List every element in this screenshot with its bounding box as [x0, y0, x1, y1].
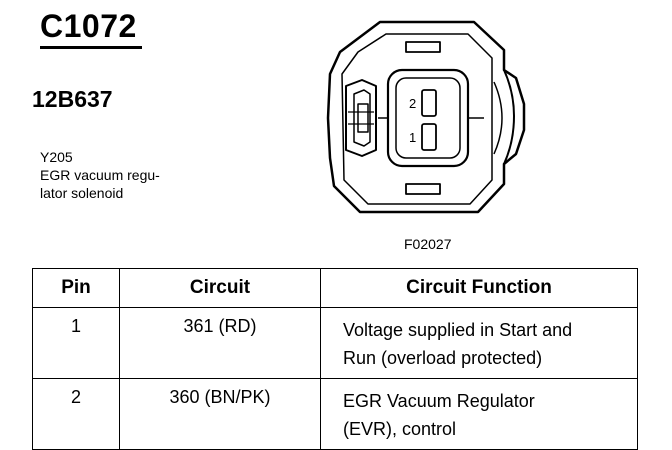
part-number: 12B637: [32, 86, 113, 112]
row-function-line-2: Run (overload protected): [343, 348, 543, 368]
pin-2-cavity: [421, 89, 437, 117]
row-function-line-1: EGR Vacuum Regulator: [343, 391, 535, 411]
connector-side-ridge: [503, 69, 515, 165]
top-key: [405, 41, 441, 53]
pin-label-2: 2: [409, 96, 416, 111]
row-function: EGR Vacuum Regulator (EVR), control: [320, 378, 638, 450]
description-line-2: lator solenoid: [40, 185, 124, 201]
row-function-line-2: (EVR), control: [343, 419, 457, 439]
pin-label-1: 1: [409, 130, 416, 145]
pin-1-cavity: [421, 123, 437, 151]
row-function-line-1: Voltage supplied in Start and: [343, 320, 573, 340]
header-circuit: Circuit: [119, 268, 321, 308]
connector-face-diagram: 2 1: [326, 20, 526, 214]
locking-tab-latch: [357, 103, 369, 133]
connector-id-underline: [40, 46, 142, 49]
pinout-table: Pin Circuit Circuit Function 1 361 (RD) …: [32, 268, 638, 450]
locking-tab-inner: [353, 89, 371, 147]
location-code: Y205: [40, 149, 73, 165]
description-line-1: EGR vacuum regu-: [40, 167, 160, 183]
terminal-block-inner: [395, 77, 461, 159]
table-header-row: Pin Circuit Circuit Function: [32, 268, 638, 308]
row-pin: 1: [32, 307, 120, 379]
row-circuit: 360 (BN/PK): [119, 378, 321, 450]
table-row: 2 360 (BN/PK) EGR Vacuum Regulator (EVR)…: [32, 378, 638, 450]
connector-inner-rim: [341, 33, 493, 205]
row-pin: 2: [32, 378, 120, 450]
connector-id: C1072: [40, 8, 137, 44]
connector-side-ridge-inner: [493, 81, 503, 155]
figure-code: F02027: [404, 236, 452, 252]
header-circuit-function: Circuit Function: [320, 268, 638, 308]
terminal-block-outer: [386, 68, 470, 168]
row-function: Voltage supplied in Start and Run (overl…: [320, 307, 638, 379]
locking-tab-outer: [345, 79, 377, 157]
table-row: 1 361 (RD) Voltage supplied in Start and…: [32, 307, 638, 379]
row-circuit: 361 (RD): [119, 307, 321, 379]
connector-housing-outline: [326, 20, 526, 214]
bottom-key: [405, 183, 441, 195]
header-pin: Pin: [32, 268, 120, 308]
